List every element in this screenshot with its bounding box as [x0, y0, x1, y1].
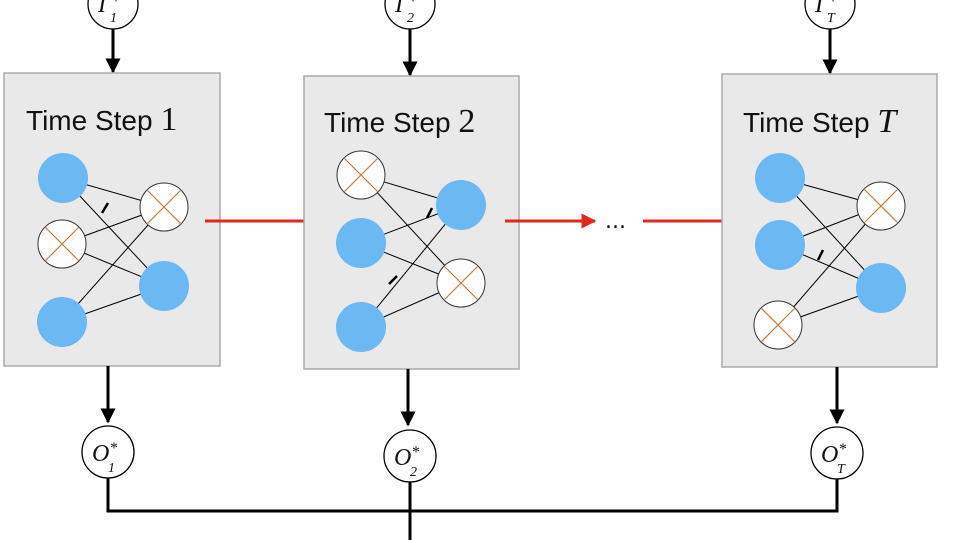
neuron-active: [755, 220, 805, 270]
output-sub: T: [837, 462, 846, 477]
input-node-T: I T *: [804, 0, 856, 30]
input-sub: 1: [110, 11, 117, 26]
input-sup: *: [409, 0, 417, 10]
input-sup: *: [112, 0, 120, 10]
output-node-T: O T *: [810, 426, 864, 480]
step-title-1: Time Step 1: [26, 101, 177, 138]
output-symbol: O: [821, 442, 838, 468]
time-step-2: I 2 * Time Step 2: [303, 0, 520, 483]
neuron-active: [336, 302, 386, 352]
time-step-1: I 1 * Time Step 1: [3, 0, 221, 479]
neuron-dropped: [856, 181, 906, 231]
output-sub: 1: [108, 461, 115, 476]
output-sup: *: [412, 444, 420, 461]
neuron-dropped: [336, 150, 386, 200]
step-title-2: Time Step 2: [324, 103, 475, 140]
neuron-dropped: [139, 182, 189, 232]
network-2: [336, 150, 486, 352]
input-symbol: I: [97, 0, 107, 18]
input-sup: *: [829, 0, 837, 10]
output-symbol: O: [92, 441, 109, 467]
input-symbol: I: [394, 0, 404, 18]
neuron-active: [436, 180, 486, 230]
neuron-active: [38, 153, 88, 203]
neuron-dropped: [37, 219, 87, 269]
neuron-dropped: [753, 300, 803, 350]
input-node-2: I 2 *: [384, 0, 436, 30]
input-sub: T: [827, 11, 836, 26]
output-sup: *: [839, 441, 847, 458]
output-sup: *: [110, 440, 118, 457]
ellipsis: ...: [605, 209, 626, 234]
neuron-active: [139, 261, 189, 311]
neuron-dropped: [436, 258, 486, 308]
input-node-1: I 1 *: [87, 0, 139, 30]
step-title-T: Time Step T: [743, 103, 898, 140]
neuron-active: [755, 153, 805, 203]
input-sub: 2: [407, 11, 414, 26]
neuron-active: [856, 263, 906, 313]
neuron-active: [336, 218, 386, 268]
output-aggregation-bus: [106, 478, 839, 540]
input-symbol: I: [814, 0, 824, 18]
output-node-1: O 1 *: [81, 425, 135, 479]
output-node-2: O 2 *: [383, 429, 437, 483]
network-T: [753, 153, 906, 350]
output-sub: 2: [410, 465, 417, 480]
output-symbol: O: [394, 445, 411, 471]
neuron-active: [37, 297, 87, 347]
time-step-T: I T * Time Step T: [721, 0, 938, 480]
network-1: [37, 153, 189, 347]
